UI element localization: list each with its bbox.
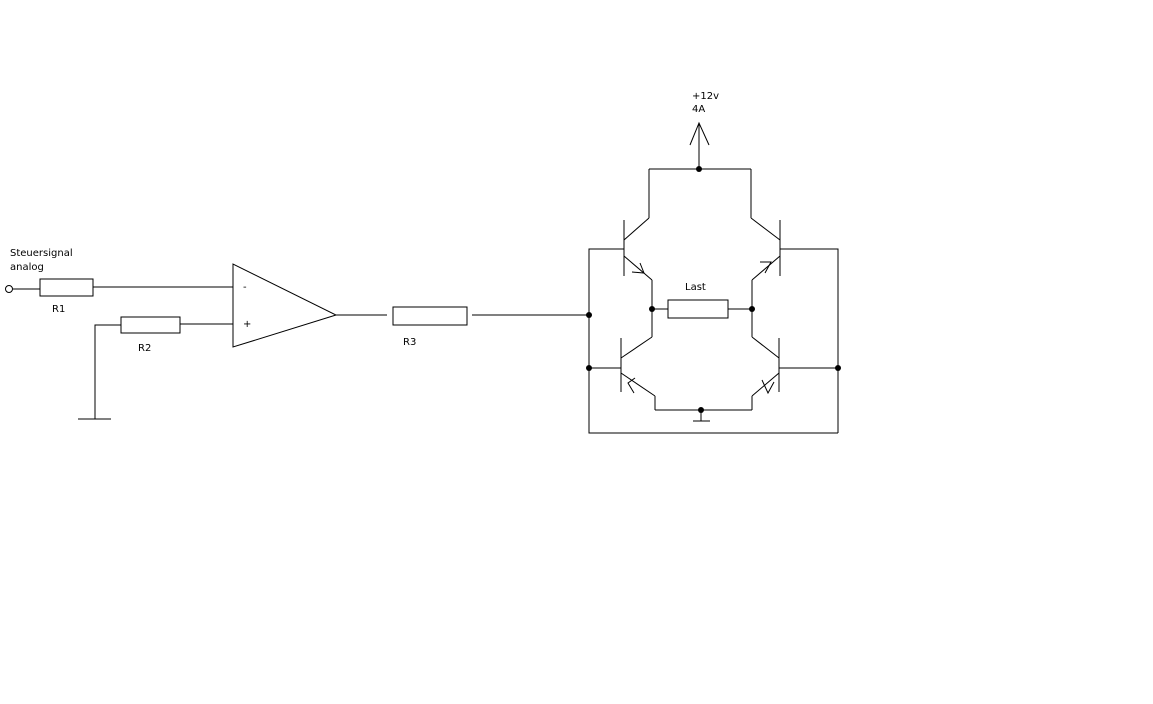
wire-right-base-drive	[780, 248, 839, 433]
wire-ground-to-r2	[94, 324, 121, 419]
r2-label: R2	[138, 343, 151, 354]
transistor-lower-right-arrow-icon	[761, 379, 775, 395]
junction-input-node	[586, 312, 592, 318]
transistor-upper-left-collector	[623, 217, 650, 241]
r1-label: R1	[52, 304, 65, 315]
transistor-upper-left-arrow-icon	[631, 262, 645, 274]
junction-supply	[696, 166, 702, 172]
transistor-lower-right-emitter	[751, 372, 780, 397]
transistor-lower-left-arrow-icon	[627, 377, 636, 394]
transistor-upper-right-collector	[750, 217, 781, 241]
input-terminal	[5, 285, 13, 293]
opamp-plus-label: +	[243, 319, 251, 330]
transistor-lower-left-collector	[620, 336, 653, 359]
input-label-line2: analog	[10, 262, 44, 273]
transistor-lower-right-collector	[751, 336, 780, 359]
opamp-minus-label: -	[243, 282, 247, 293]
junction-lower-left-base	[586, 365, 592, 371]
transistor-upper-right-arrow-icon	[760, 261, 772, 274]
transistor-upper-right-emitter	[751, 255, 781, 281]
supply-current-label: 4A	[692, 104, 705, 115]
wire-left-base-drive	[588, 248, 838, 434]
resistor-r2	[120, 316, 181, 334]
transistor-lower-left-emitter	[620, 372, 656, 397]
opamp-symbol	[232, 263, 338, 348]
resistor-r3	[392, 306, 468, 326]
supply-voltage-label: +12v	[692, 91, 719, 102]
r3-label: R3	[403, 337, 416, 348]
input-label-line1: Steuersignal	[10, 248, 73, 259]
load-label: Last	[685, 282, 706, 293]
resistor-r1	[39, 278, 94, 297]
transistor-upper-left-emitter	[623, 255, 653, 281]
load-resistor	[667, 299, 729, 319]
junction-lower-right-base	[835, 365, 841, 371]
